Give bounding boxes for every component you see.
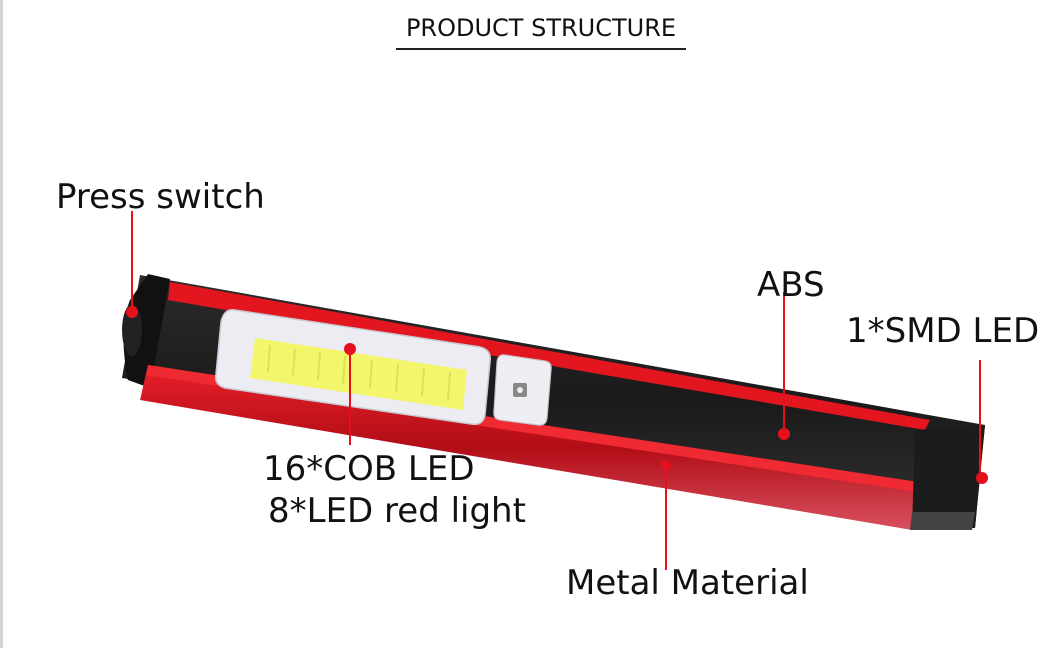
callout-lines xyxy=(126,211,988,570)
flashlight-body xyxy=(122,274,985,530)
cob-led-panel xyxy=(214,309,552,426)
page-title: PRODUCT STRUCTURE xyxy=(405,14,677,42)
title-underline xyxy=(396,48,686,50)
label-cob-led: 16*COB LED xyxy=(263,449,475,489)
label-metal-material: Metal Material xyxy=(566,563,809,603)
page-left-border xyxy=(0,0,3,648)
label-abs: ABS xyxy=(757,265,825,305)
label-press-switch: Press switch xyxy=(56,177,265,217)
label-smd-led: 1*SMD LED xyxy=(846,311,1040,351)
label-red-light: 8*LED red light xyxy=(268,491,526,531)
